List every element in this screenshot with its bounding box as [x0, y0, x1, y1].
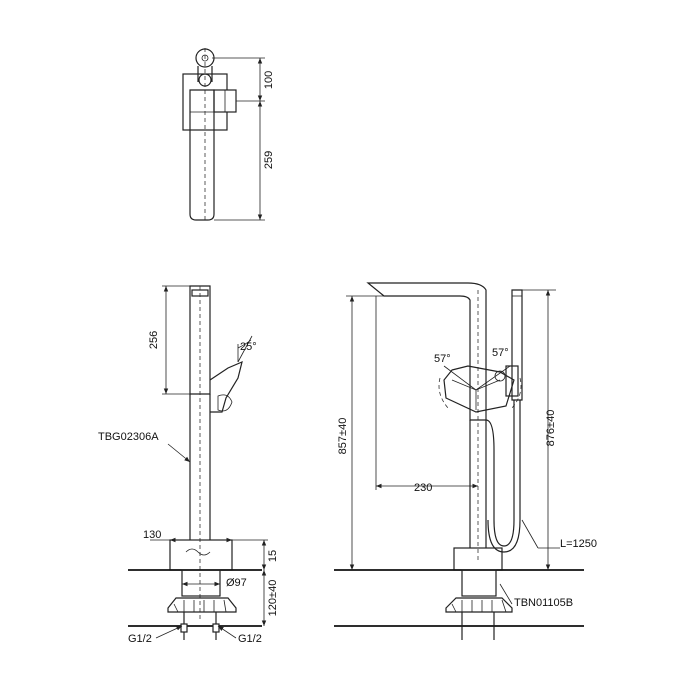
- side-view-lever: [209, 360, 243, 413]
- side-view: 25° 256 TBG02306A 130 15 Ø97 120±40: [98, 285, 279, 645]
- dim-side-height: 256: [148, 331, 160, 349]
- label-spout-model: TBG02306A: [98, 431, 159, 443]
- front-view: 57° 57° 857±40 2: [334, 282, 597, 640]
- label-hose-length: L=1250: [560, 538, 597, 550]
- label-body-model: TBN01105B: [514, 597, 573, 609]
- dim-side-angle: 25°: [240, 341, 257, 353]
- side-view-base: [169, 539, 233, 571]
- dim-top-length: 259: [263, 151, 275, 169]
- dim-install-depth: 120±40: [267, 580, 279, 617]
- dim-handle-angle-right: 57°: [492, 347, 509, 359]
- dim-hand-shower-height: 876±40: [545, 410, 557, 447]
- dim-front-reach: 230: [414, 482, 432, 494]
- dim-front-total: 857±40: [337, 418, 349, 455]
- front-view-spout: [366, 282, 487, 421]
- top-view-spout: [189, 89, 215, 221]
- dim-base-width: 130: [143, 529, 161, 541]
- label-inlet-right: G1/2: [238, 633, 262, 645]
- side-view-bracket: [167, 597, 237, 613]
- dim-handle-angle-left: 57°: [434, 353, 451, 365]
- front-view-bracket: [445, 597, 513, 613]
- dim-floor-thickness: 15: [267, 550, 279, 562]
- label-inlet-left: G1/2: [128, 633, 152, 645]
- dim-top-offset: 100: [263, 71, 275, 89]
- dim-pipe-diameter: Ø97: [226, 577, 247, 589]
- top-view: 100 259: [182, 48, 275, 221]
- front-view-hose: [485, 400, 515, 547]
- front-view-mixer: [443, 365, 515, 413]
- front-view-hand-shower: [511, 289, 523, 401]
